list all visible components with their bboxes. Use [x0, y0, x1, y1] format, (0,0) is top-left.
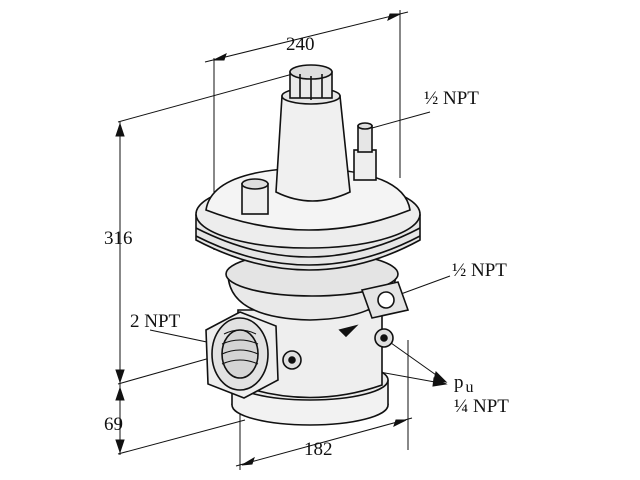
dimension-width-bottom: 182 [304, 439, 333, 460]
callout-top-port: ½ NPT [424, 88, 479, 109]
dimension-height-total: 316 [104, 228, 133, 249]
callout-main-port: 2 NPT [130, 311, 181, 332]
pressure-tap-symbol: p [454, 372, 464, 393]
dimension-height-bottom: 69 [104, 414, 123, 435]
pressure-tap-subscript: u [466, 379, 474, 396]
regulator-body [195, 64, 421, 426]
callout-side-port: ½ NPT [452, 260, 507, 281]
dimension-width-top: 240 [286, 34, 315, 55]
callout-pressure-tap-thread: ¼ NPT [454, 396, 509, 417]
